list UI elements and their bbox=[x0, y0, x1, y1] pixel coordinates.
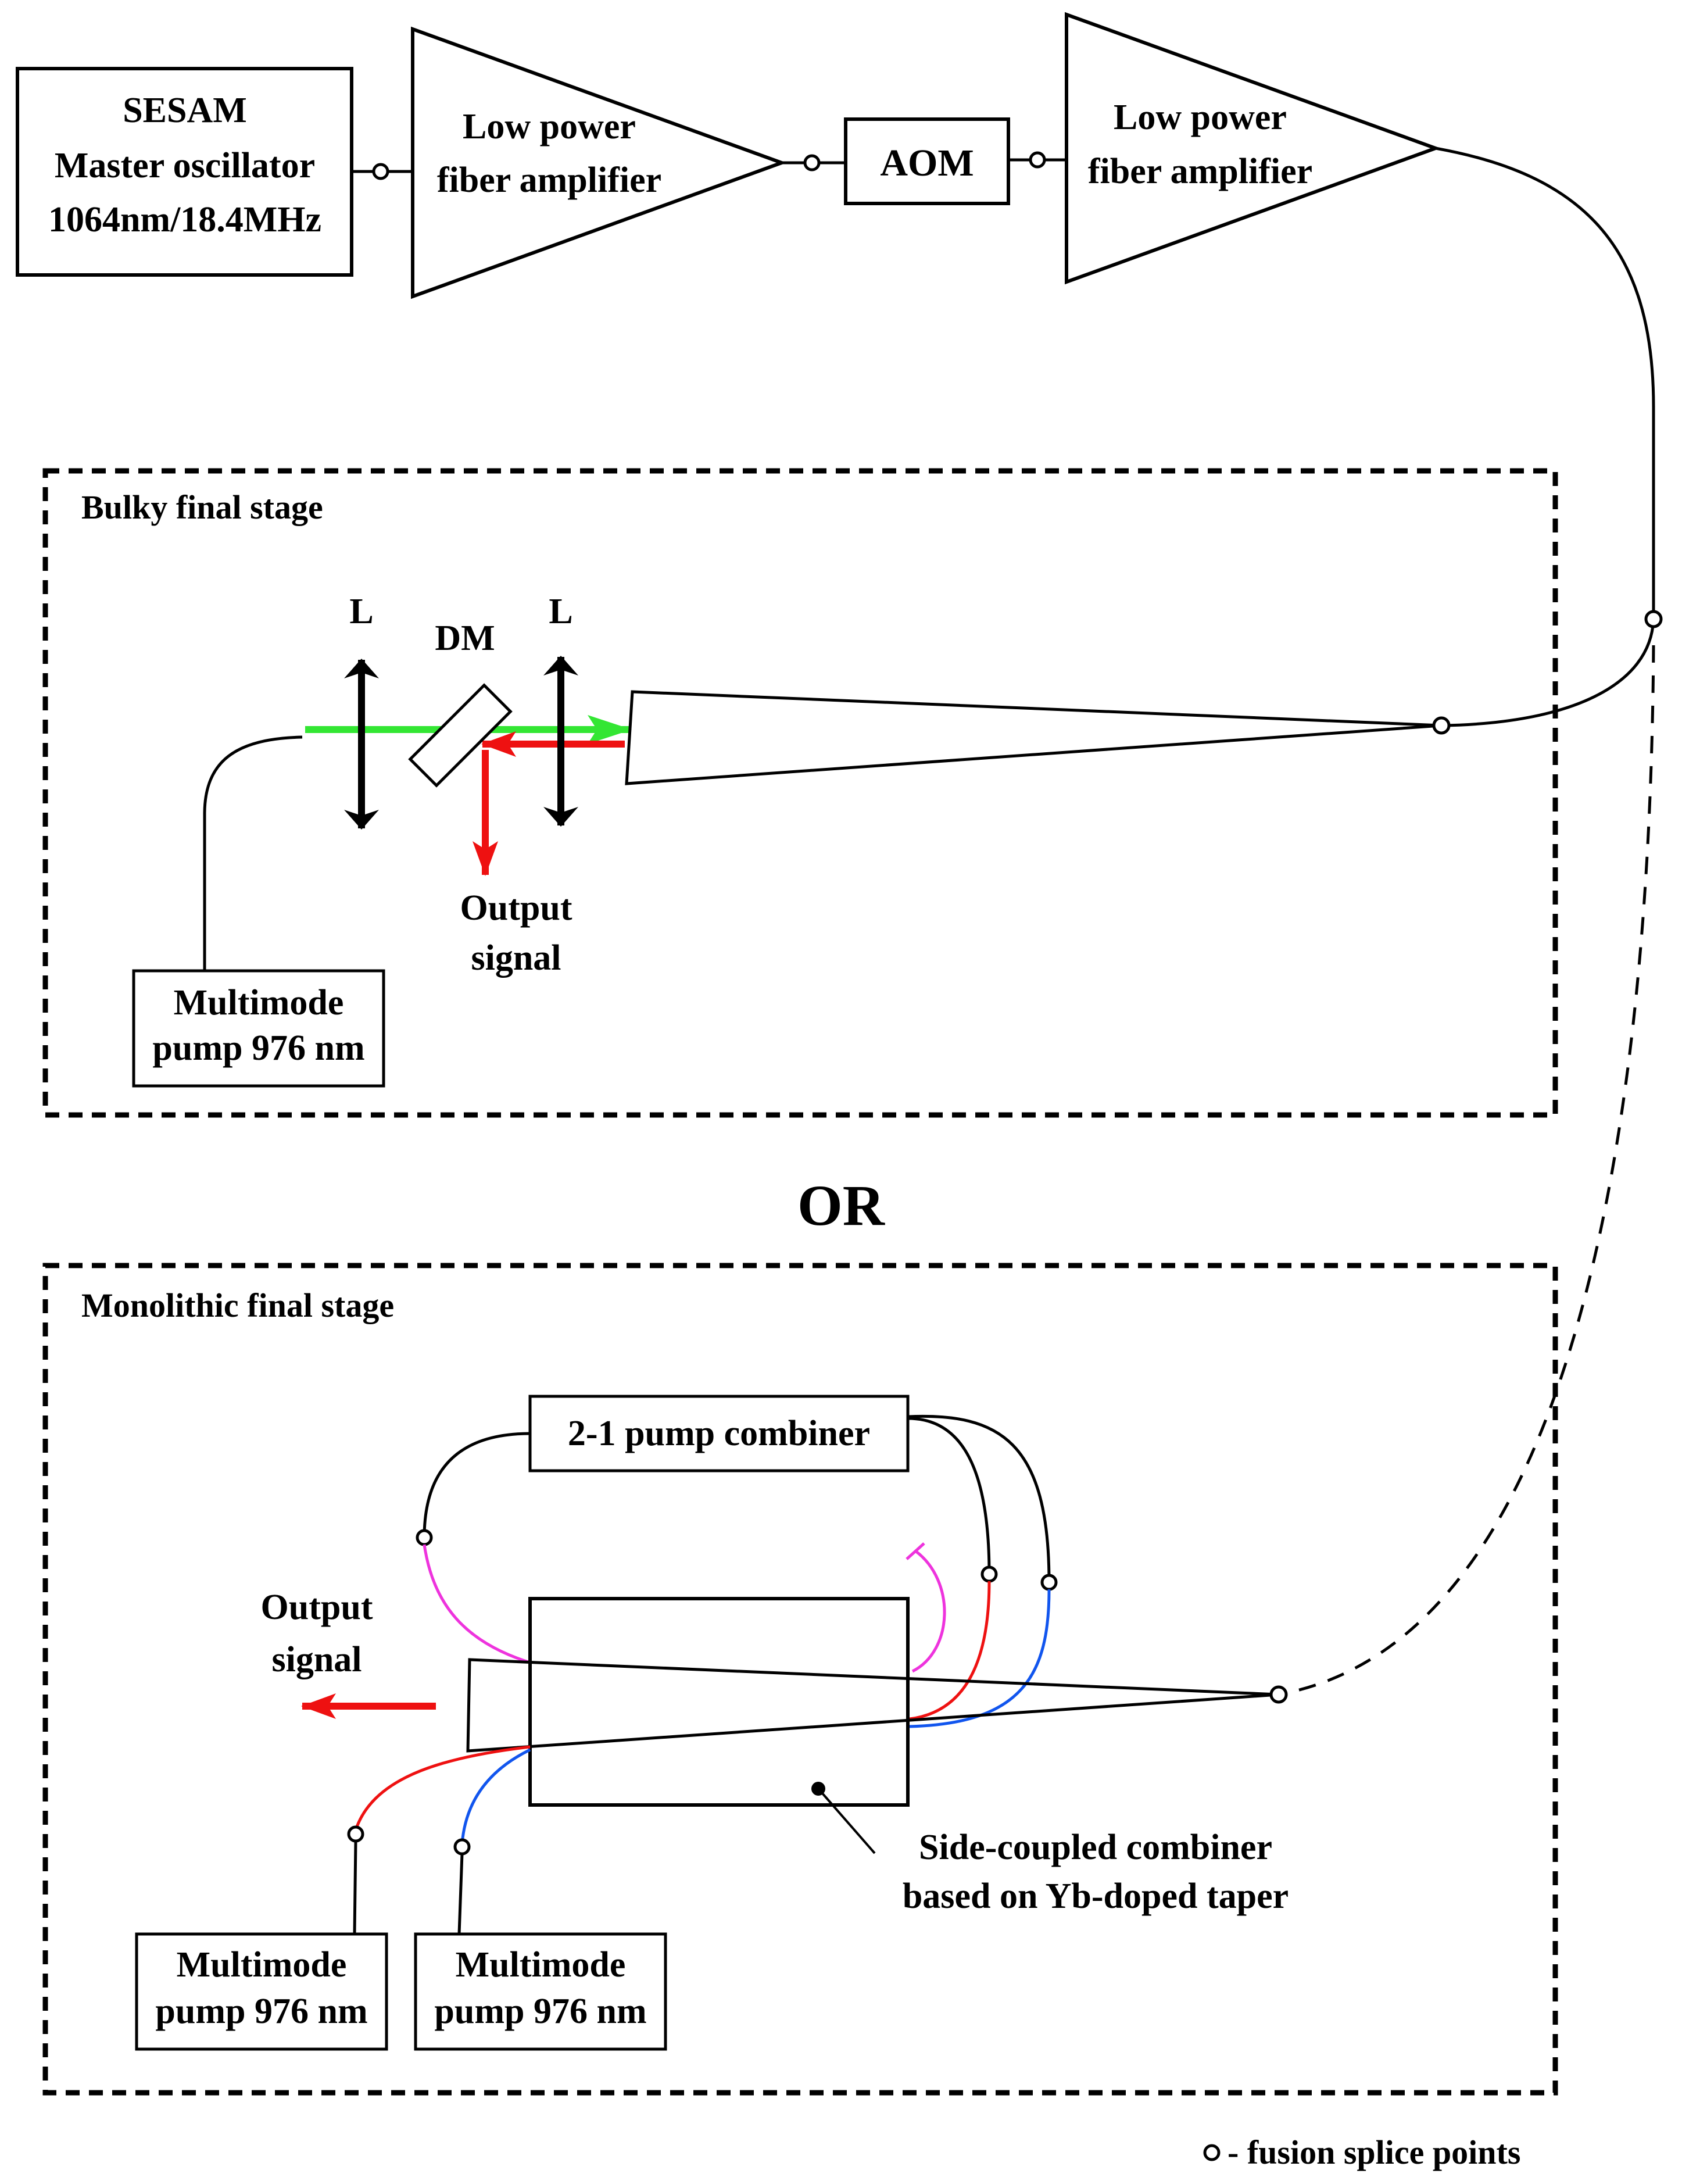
side-coupled-pointer-line bbox=[817, 1788, 876, 1854]
monolithic-output-line-2: signal bbox=[271, 1640, 362, 1679]
oscillator-line-3: 1064nm/18.4MHz bbox=[48, 200, 321, 240]
oscillator-line-1: SESAM bbox=[123, 91, 247, 130]
splice-point-pump-1 bbox=[347, 1825, 364, 1843]
monolithic-pump-1-line-2: pump 976 nm bbox=[155, 1992, 367, 2031]
splice-point-2 bbox=[803, 154, 821, 171]
monolithic-pump-2-line-2: pump 976 nm bbox=[434, 1992, 646, 2031]
bulky-stage-border bbox=[42, 468, 1558, 1118]
top-chain: SESAM Master oscillator 1064nm/18.4MHz L… bbox=[16, 12, 1441, 299]
monolithic-pump-2-line-1: Multimode bbox=[456, 1945, 626, 1985]
splice-point-1 bbox=[372, 163, 389, 180]
splice-point-taper-bulky bbox=[1432, 716, 1451, 735]
magenta-fiber-left bbox=[423, 1544, 531, 1664]
legend-text: - fusion splice points bbox=[1227, 2133, 1520, 2171]
amplifier-2-triangle bbox=[1065, 12, 1441, 285]
red-fiber-right bbox=[909, 1581, 991, 1721]
side-coupled-line-1: Side-coupled combiner bbox=[919, 1828, 1272, 1867]
legend-splice-icon bbox=[1203, 2144, 1221, 2161]
monolithic-pump-1-line-1: Multimode bbox=[177, 1945, 347, 1985]
bulky-output-line-2: signal bbox=[471, 938, 561, 978]
splice-point-combiner-right-2 bbox=[1040, 1574, 1058, 1591]
splice-point-taper-monolithic bbox=[1269, 1685, 1288, 1704]
monolithic-output-line-1: Output bbox=[261, 1588, 373, 1627]
combiner-fiber-left bbox=[423, 1432, 531, 1538]
bulky-pump-box bbox=[132, 969, 385, 1088]
amplifier-1-line-2: fiber amplifier bbox=[437, 160, 661, 200]
pump-2-fiber bbox=[457, 1853, 464, 1935]
dichroic-mirror bbox=[408, 683, 513, 788]
pump-1-fiber bbox=[353, 1840, 357, 1935]
fiber-amp2-to-final bbox=[1435, 146, 1655, 619]
legend: - fusion splice points bbox=[1203, 2133, 1520, 2171]
magenta-fiber-right bbox=[911, 1549, 946, 1673]
amplifier-1-triangle bbox=[411, 26, 787, 299]
monolithic-pump-2-box bbox=[414, 1932, 667, 2051]
lens-1-label: L bbox=[349, 592, 373, 631]
aom-label: AOM bbox=[880, 142, 974, 184]
splice-point-3 bbox=[1029, 151, 1046, 169]
bulky-taper bbox=[625, 690, 1442, 785]
splice-point-branch bbox=[1644, 610, 1663, 628]
bulky-pump-line-1: Multimode bbox=[174, 983, 344, 1023]
amplifier-2-line-1: Low power bbox=[1114, 98, 1287, 137]
blue-fiber-left bbox=[460, 1748, 531, 1845]
bulky-pump-fiber bbox=[203, 735, 303, 971]
monolithic-stage-title: Monolithic final stage bbox=[81, 1286, 394, 1324]
splice-point-combiner-left bbox=[416, 1529, 433, 1546]
dichroic-mirror-label: DM bbox=[435, 619, 495, 658]
combiner-fiber-right-2 bbox=[907, 1414, 1051, 1583]
amplifier-2-line-2: fiber amplifier bbox=[1088, 152, 1312, 191]
fiber-branch-to-monolithic bbox=[1278, 645, 1655, 1696]
splice-point-combiner-right-1 bbox=[980, 1565, 998, 1583]
side-coupled-combiner-box bbox=[528, 1597, 910, 1807]
red-fiber-left bbox=[354, 1745, 531, 1831]
pump-combiner-label: 2-1 pump combiner bbox=[568, 1414, 870, 1453]
splice-point-pump-2 bbox=[453, 1838, 471, 1856]
blue-fiber-right bbox=[909, 1589, 1051, 1728]
bulky-stage: Bulky final stage Multimode pump 976 nm … bbox=[42, 468, 1558, 1118]
lens-2-label: L bbox=[549, 592, 572, 631]
bulky-pump-line-2: pump 976 nm bbox=[152, 1028, 364, 1068]
amplifier-1-line-1: Low power bbox=[463, 107, 636, 146]
monolithic-pump-1-box bbox=[135, 1932, 388, 2051]
monolithic-stage-border bbox=[42, 1263, 1558, 2096]
monolithic-taper bbox=[466, 1658, 1279, 1753]
bulky-output-line-1: Output bbox=[460, 888, 572, 928]
or-separator: OR bbox=[797, 1173, 886, 1238]
bulky-stage-title: Bulky final stage bbox=[81, 488, 323, 526]
monolithic-stage: Monolithic final stage 2-1 pump combiner… bbox=[42, 1263, 1558, 2096]
oscillator-line-2: Master oscillator bbox=[55, 146, 315, 185]
fiber-branch-to-bulky bbox=[1441, 619, 1655, 727]
side-coupled-line-2: based on Yb-doped taper bbox=[903, 1876, 1289, 1916]
magenta-fiber-end-cap bbox=[906, 1542, 925, 1560]
combiner-fiber-right-1 bbox=[907, 1417, 991, 1575]
